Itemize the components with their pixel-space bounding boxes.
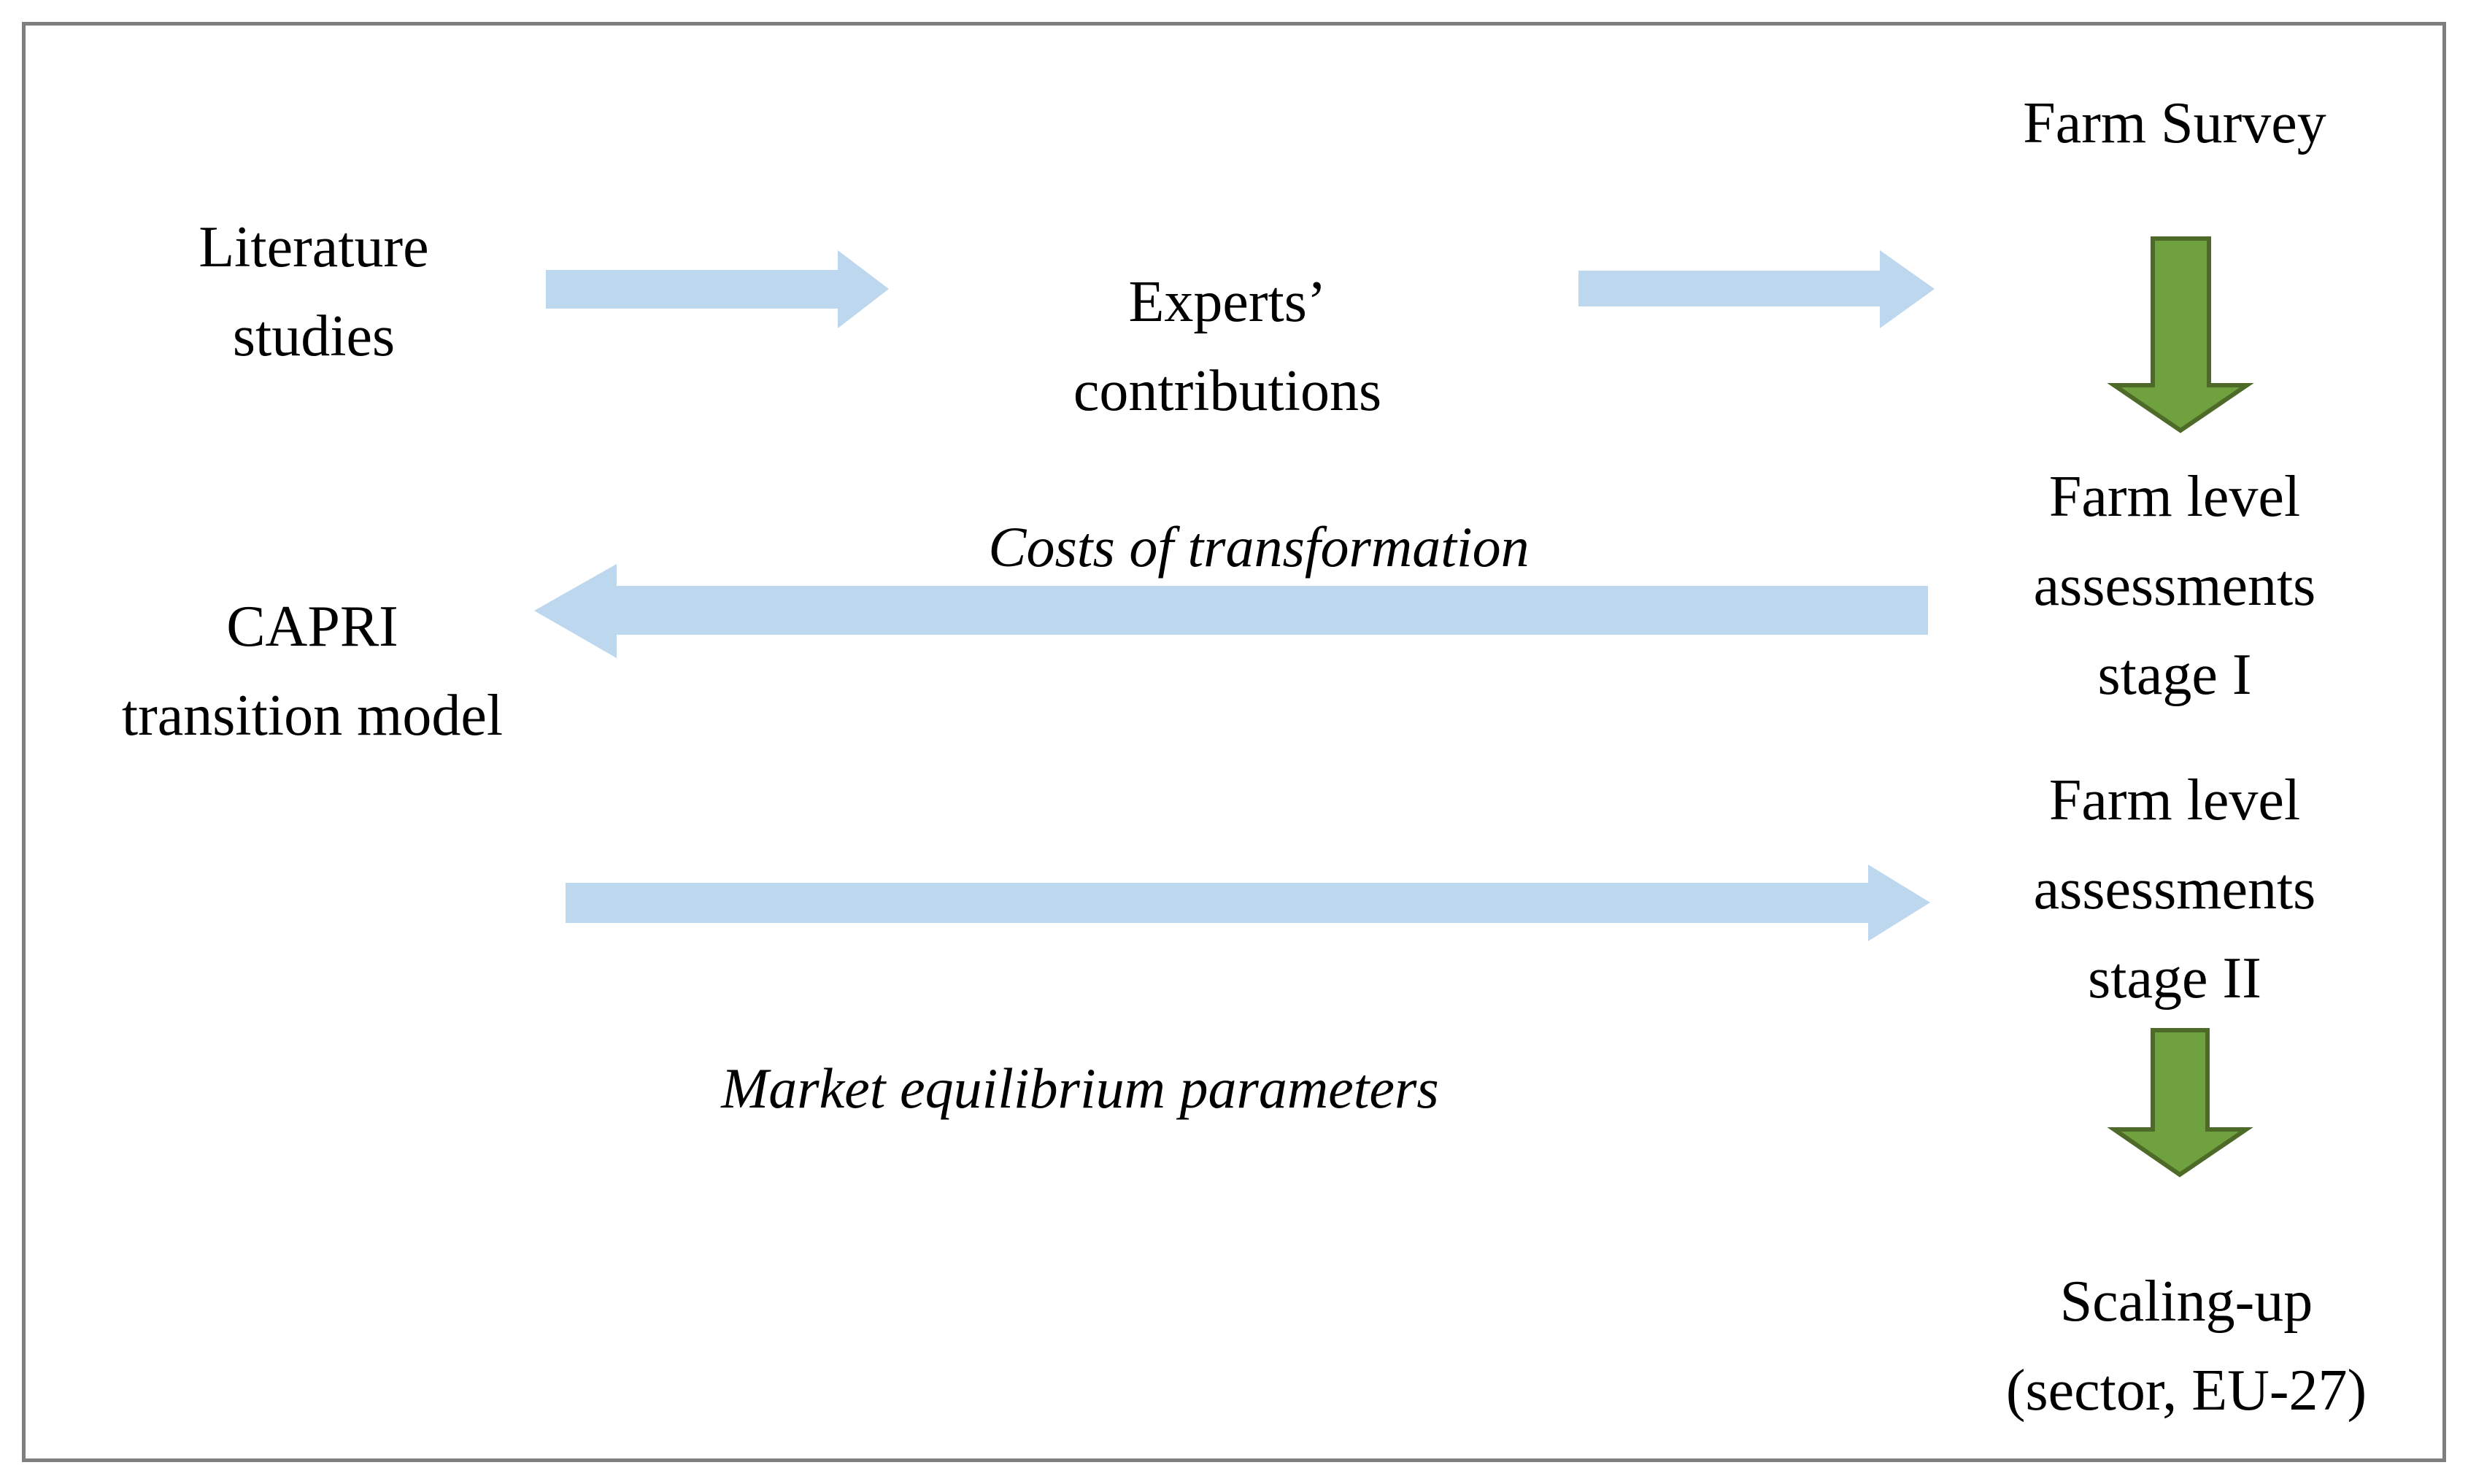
blue-arrow-capri-to-stage2 <box>566 865 1930 941</box>
node-farm-survey: Farm Survey <box>1956 79 2394 168</box>
node-line: studies <box>232 304 396 368</box>
node-line: Literature <box>198 215 429 279</box>
node-farm-level-assessments-stage-1: Farm level assessments stage I <box>1941 452 2408 719</box>
label-market-equilibrium-parameters: Market equilibrium parameters <box>721 1056 1439 1120</box>
node-experts-contributions: Experts’ contributions <box>972 258 1483 436</box>
node-scaling-up: Scaling-up (sector, EU-27) <box>1967 1257 2405 1435</box>
node-line: transition model <box>121 684 504 748</box>
node-farm-level-assessments-stage-2: Farm level assessments stage II <box>1941 756 2408 1023</box>
figure-frame <box>22 22 2446 1462</box>
green-arrow-stage2-to-scaling-up <box>2107 1028 2253 1178</box>
node-line: assessments <box>2033 857 2316 921</box>
node-line: Experts’ <box>1128 270 1327 334</box>
label-costs-of-transformation: Costs of transformation <box>988 515 1530 579</box>
blue-arrow-literature-to-experts <box>546 250 889 328</box>
node-line: contributions <box>1073 359 1382 423</box>
node-line: Scaling-up <box>2059 1269 2313 1334</box>
node-literature-studies: Literature studies <box>95 203 533 381</box>
node-line: CAPRI <box>226 595 398 659</box>
node-line: (sector, EU-27) <box>2005 1359 2367 1423</box>
node-line: stage I <box>2097 643 2252 707</box>
blue-arrow-stage1-to-capri <box>534 564 1928 658</box>
node-capri-transition-model: CAPRI transition model <box>50 582 575 760</box>
node-line: Farm level <box>2048 465 2301 529</box>
node-line: Farm Survey <box>2023 91 2326 155</box>
node-line: assessments <box>2033 554 2316 618</box>
green-arrow-survey-to-stage1 <box>2107 236 2254 433</box>
node-line: Farm level <box>2048 768 2301 832</box>
blue-arrow-experts-to-farm-survey <box>1578 250 1935 328</box>
node-line: stage II <box>2088 946 2261 1010</box>
